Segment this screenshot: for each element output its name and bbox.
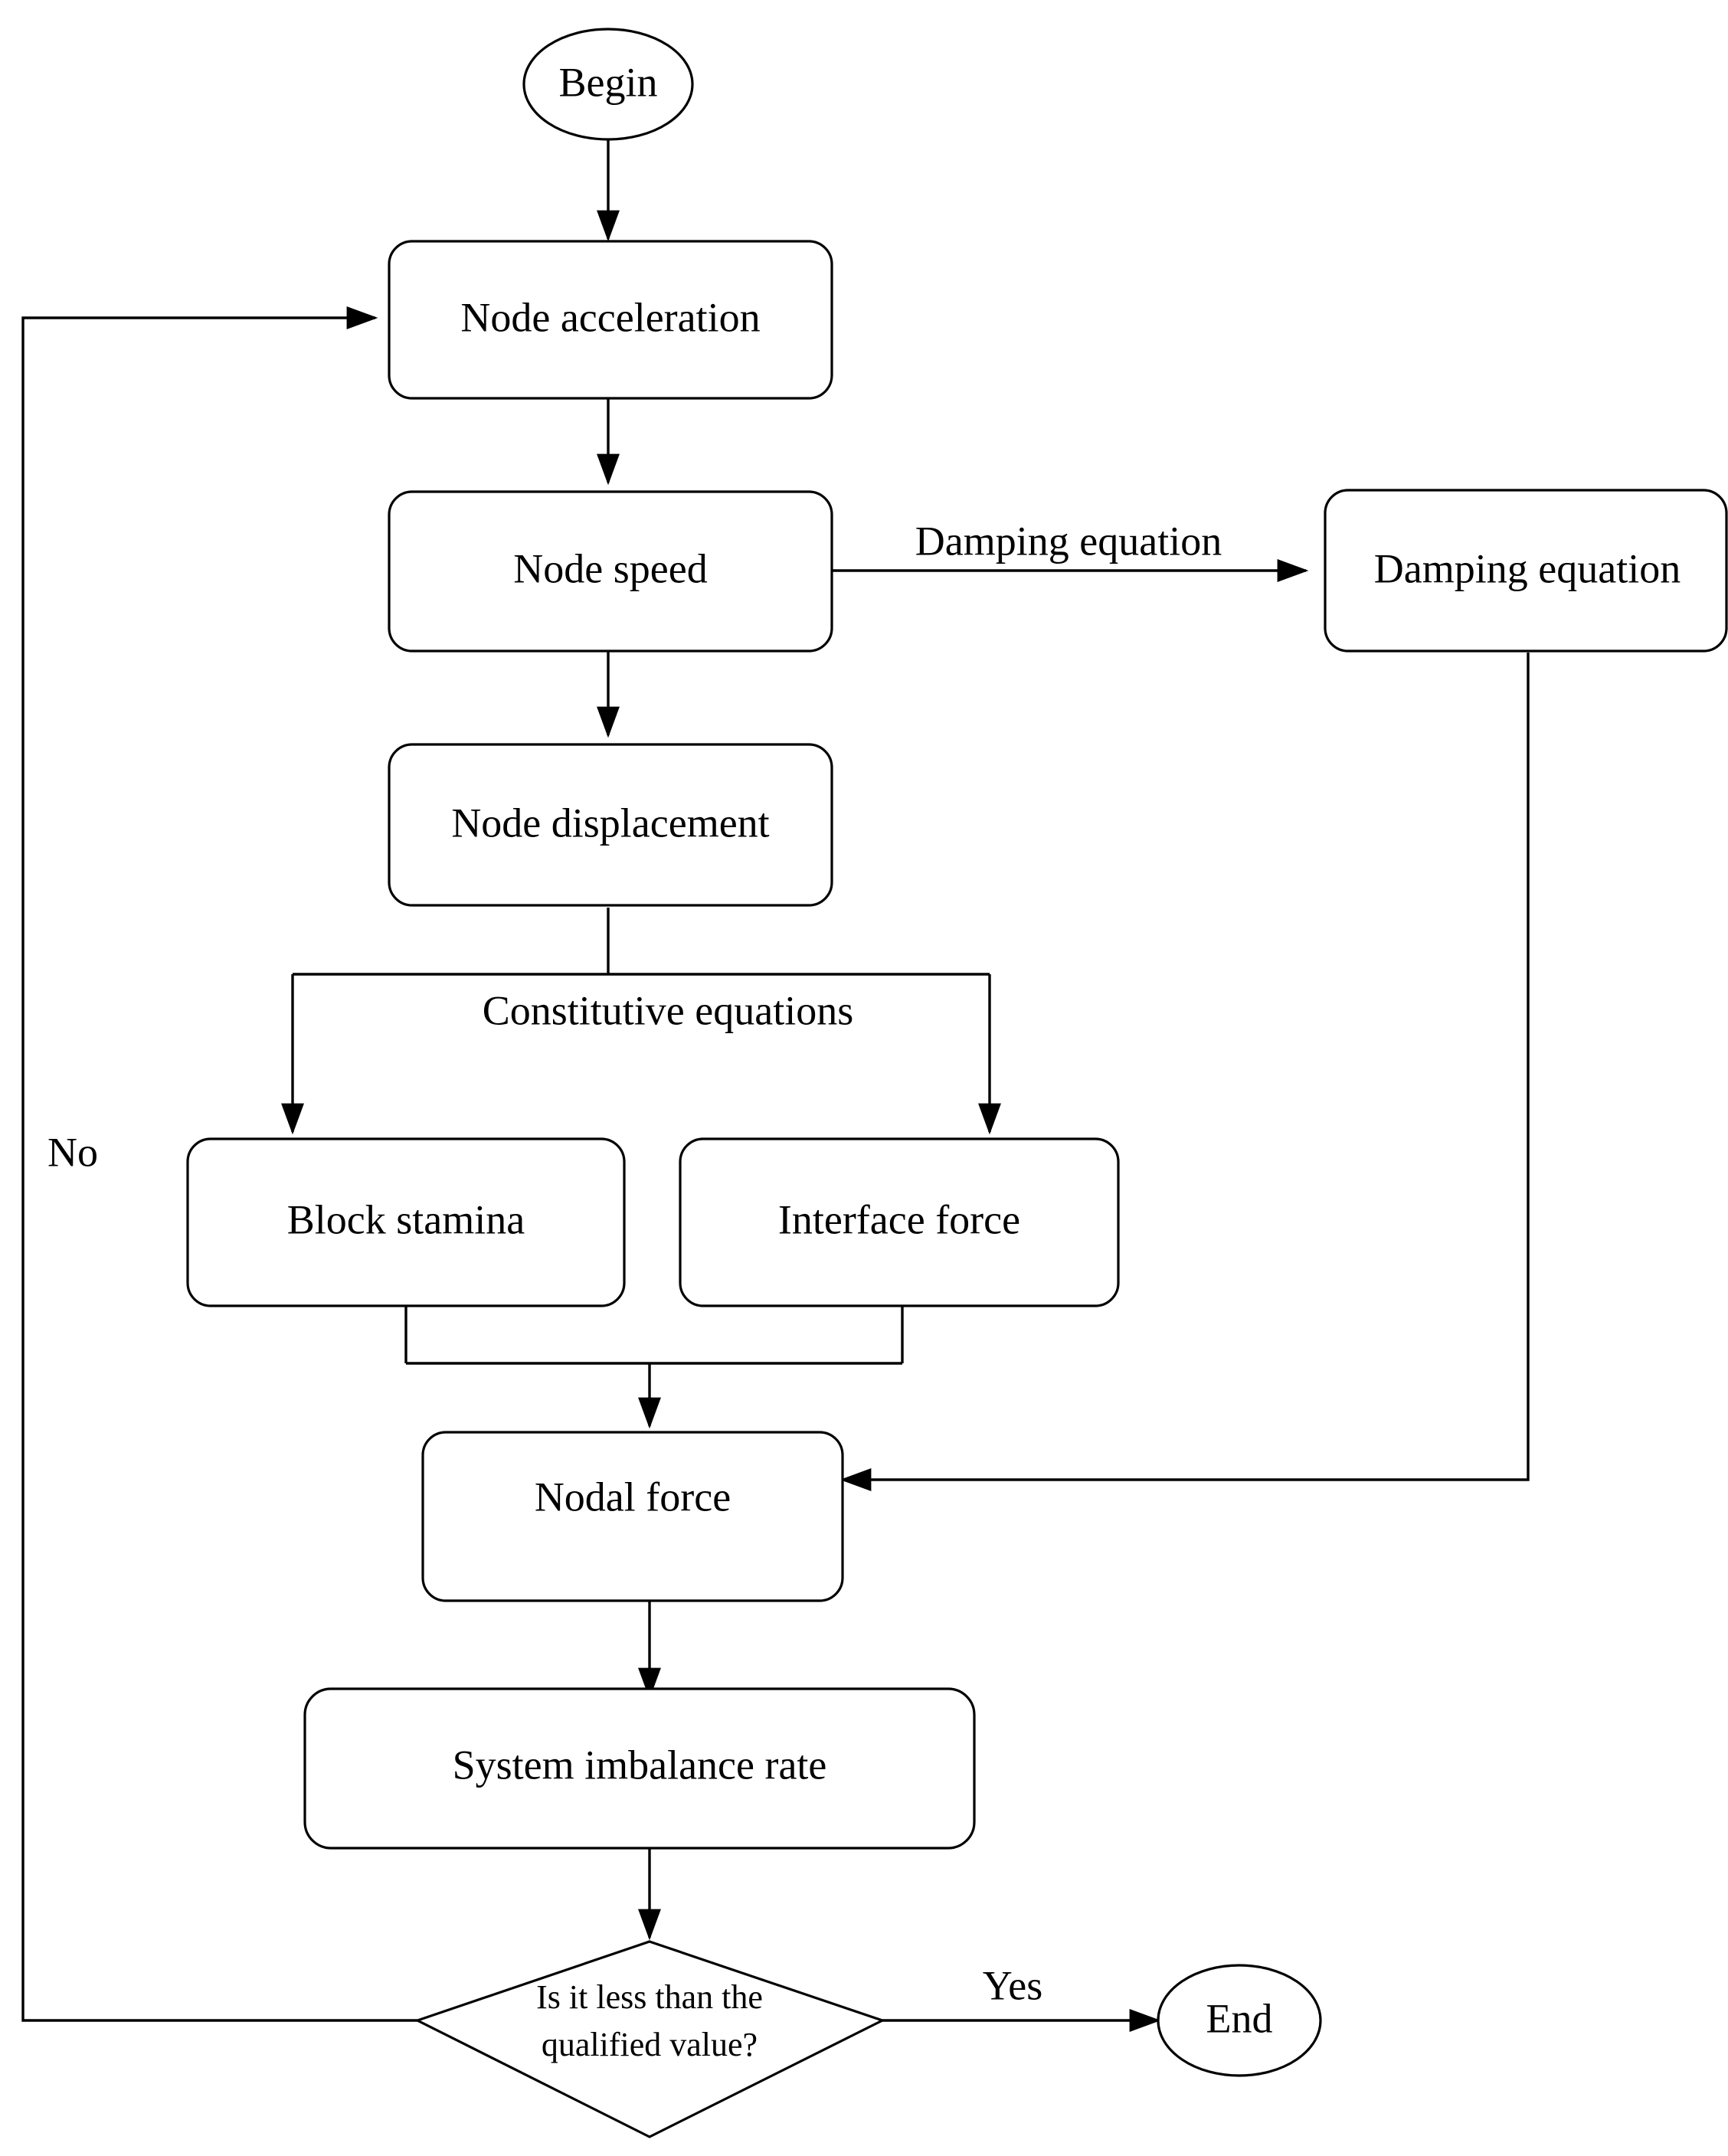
node-block-stamina-label: Block stamina	[287, 1196, 525, 1242]
node-end-label: End	[1206, 1995, 1273, 2041]
node-begin-label: Begin	[559, 59, 658, 105]
node-node-displacement-label: Node displacement	[451, 800, 769, 846]
node-damping-equation[interactable]	[1324, 489, 1728, 653]
node-nodal-force-label: Nodal force	[535, 1474, 731, 1520]
node-node-acceleration-label: Node acceleration	[460, 294, 760, 340]
node-nodal-force[interactable]	[421, 1431, 844, 1602]
edge-label-constitutive-equations: Constitutive equations	[483, 987, 853, 1033]
node-begin[interactable]	[522, 28, 694, 141]
node-system-imbalance-rate[interactable]	[303, 1687, 976, 1850]
node-decision-label-line2: qualified value?	[542, 2026, 758, 2063]
edge-damping-equation-to-nodal-force	[839, 653, 1530, 1491]
node-end[interactable]	[1157, 1964, 1322, 2077]
edge-decision-to-node-acceleration-no	[21, 306, 417, 2022]
node-damping-equation-label: Damping equation	[1374, 545, 1681, 591]
node-system-imbalance-rate-label: System imbalance rate	[453, 1742, 827, 1788]
node-block-stamina[interactable]	[186, 1137, 626, 1307]
edge-label-damping-equation: Damping equation	[915, 518, 1222, 564]
node-node-displacement[interactable]	[388, 743, 833, 907]
node-decision[interactable]	[414, 1940, 886, 2138]
edge-label-no: No	[47, 1129, 98, 1175]
node-interface-force[interactable]	[679, 1137, 1120, 1307]
node-decision-label-line1: Is it less than the	[536, 1978, 763, 2016]
node-node-acceleration[interactable]	[388, 240, 833, 400]
node-node-speed[interactable]	[388, 490, 833, 653]
node-node-speed-label: Node speed	[513, 545, 707, 591]
edge-label-yes: Yes	[983, 1962, 1043, 2008]
node-interface-force-label: Interface force	[778, 1196, 1020, 1242]
